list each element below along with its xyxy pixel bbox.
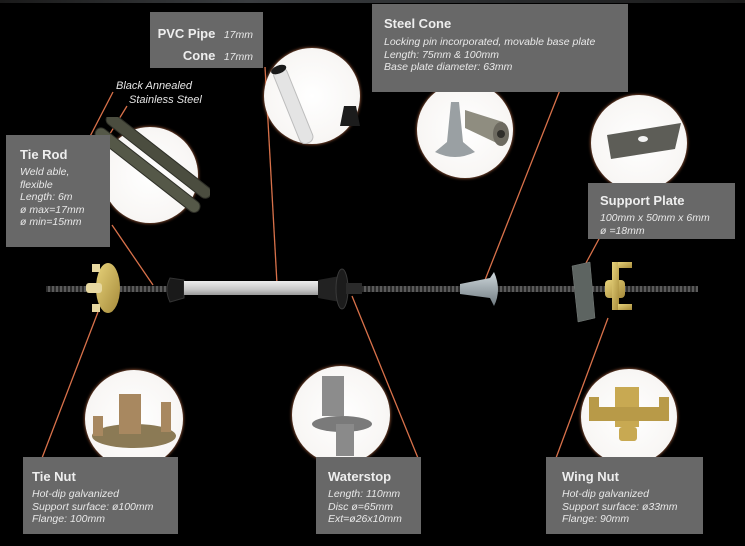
leader-waterstop — [351, 295, 419, 459]
pvc-pipe-label-box: PVC Pipe 17mm Cone 17mm — [150, 12, 263, 68]
tie-nut-line: Support surface: ø100mm — [32, 500, 154, 513]
tie-rod-line: Weld able, — [20, 166, 70, 178]
wing-nut-line: Flange: 90mm — [562, 513, 630, 525]
support-plate-on-rod — [571, 261, 596, 323]
wing-nut-label-box: Wing Nut Hot-dip galvanized Support surf… — [546, 457, 703, 534]
material-note-line-1: Black Annealed — [116, 80, 193, 92]
wing-nut-on-rod — [605, 262, 632, 310]
pvc-pipe-label: PVC Pipe — [157, 26, 216, 41]
tie-rod-line: Length: 6m — [20, 191, 73, 203]
pvc-pipe-value: 17mm — [223, 29, 253, 41]
wing-nut-icon — [589, 387, 669, 441]
waterstop-line: Length: 110mm — [328, 488, 401, 500]
waterstop-label-box: Waterstop Length: 110mm Disc ø=65mm Ext=… — [316, 457, 421, 534]
material-note: Black Annealed Stainless Steel — [116, 80, 202, 106]
tie-nut-line: Flange: 100mm — [32, 513, 105, 525]
pvc-pipe-image-circle — [264, 48, 360, 144]
support-plate-title: Support Plate — [600, 193, 685, 208]
tie-nut-line: Hot-dip galvanized — [32, 488, 119, 500]
wing-nut-line: Support surface: ø33mm — [562, 500, 678, 513]
tie-nut-image-circle — [85, 370, 183, 468]
tie-rod-line: ø max=17mm — [20, 203, 85, 216]
tie-rod-line: flexible — [20, 178, 53, 191]
support-plate-line: 100mm x 50mm x 6mm — [600, 212, 710, 224]
cone-label: Cone — [182, 48, 216, 63]
steel-cone-line: Base plate diameter: 63mm — [384, 61, 513, 73]
support-plate-label-box: Support Plate 100mm x 50mm x 6mm ø =18mm — [588, 183, 735, 239]
tie-nut-label-box: Tie Nut Hot-dip galvanized Support surfa… — [23, 457, 178, 534]
wing-nut-line: Hot-dip galvanized — [562, 488, 649, 500]
tie-rod-line: ø min=15mm — [20, 216, 82, 228]
waterstop-title: Waterstop — [328, 469, 392, 484]
steel-cone-line: Length: 75mm & 100mm — [384, 48, 499, 61]
steel-cone-title: Steel Cone — [384, 16, 452, 31]
support-plate-image-circle — [591, 95, 687, 191]
tie-rod-title: Tie Rod — [20, 147, 68, 162]
steel-cone-line: Locking pin incorporated, movable base p… — [384, 36, 596, 48]
plastic-cone-left — [166, 277, 185, 303]
waterstop-image-circle — [292, 366, 390, 464]
wing-nut-title: Wing Nut — [562, 469, 619, 484]
support-plate-line: ø =18mm — [600, 224, 645, 237]
waterstop-line: Disc ø=65mm — [328, 500, 394, 513]
waterstop-icon — [312, 376, 372, 456]
steel-cone-image-circle — [417, 82, 513, 178]
pvc-pipe-icon — [271, 64, 360, 144]
wing-nut-image-circle — [581, 369, 677, 465]
pvc-pipe — [184, 281, 320, 295]
waterstop-line: Ext=ø26x10mm — [328, 513, 402, 525]
threaded-rod — [46, 286, 698, 292]
leader-support-plate — [585, 236, 601, 264]
tie-rod-image-circle — [94, 117, 210, 223]
tie-nut-on-rod — [86, 263, 120, 313]
tie-nut-title: Tie Nut — [32, 469, 76, 484]
leader-steel-cone — [484, 89, 561, 281]
top-strip — [0, 0, 745, 3]
material-note-line-2: Stainless Steel — [129, 94, 202, 106]
tie-nut-icon — [92, 394, 176, 448]
steel-cone-label-box: Steel Cone Locking pin incorporated, mov… — [372, 4, 628, 92]
steel-cone-on-rod — [460, 272, 498, 306]
leader-tie-nut — [41, 311, 99, 459]
leader-wing-nut — [555, 317, 609, 459]
support-plate-icon — [607, 123, 681, 159]
leader-tie-rod — [111, 224, 154, 286]
steel-cone-icon — [435, 102, 509, 157]
rebar-icon — [94, 117, 210, 213]
cone-value: 17mm — [223, 51, 253, 63]
tie-rod-label-box: Tie Rod Weld able, flexible Length: 6m ø… — [6, 135, 110, 247]
